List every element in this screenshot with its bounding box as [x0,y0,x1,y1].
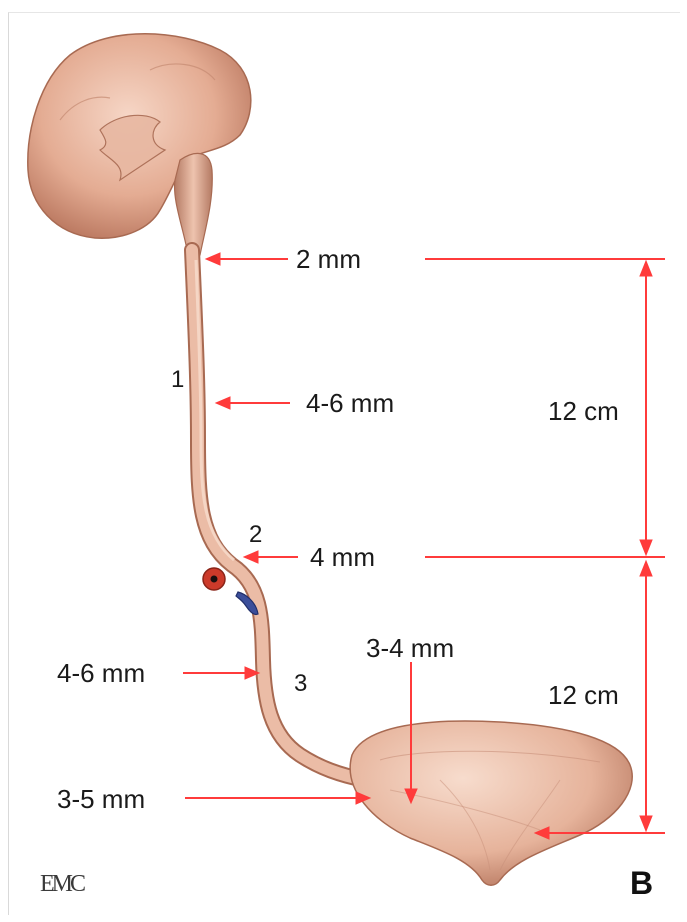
segment-number-3: 3 [294,672,307,696]
kidney [28,34,251,238]
label-lower-segment-length: 12 cm [548,682,619,708]
label-iliac-crossing-width: 4 mm [310,544,375,570]
bladder [350,721,632,885]
ureter [192,250,365,780]
segment-number-2: 2 [249,523,262,547]
label-pelvic-width: 2 mm [296,246,361,272]
label-upper-ureter-width: 4-6 mm [306,390,394,416]
ureter-outline [192,250,365,780]
emc-logo: EMC [40,872,83,896]
label-upper-segment-length: 12 cm [548,398,619,424]
label-intramural-width: 3-4 mm [366,635,454,661]
segment-number-1: 1 [171,368,184,392]
panel-letter: B [630,867,653,899]
renal-pelvis [175,153,213,255]
label-ureterovesical-width: 3-5 mm [57,786,145,812]
label-pelvic-ureter-width: 4-6 mm [57,660,145,686]
